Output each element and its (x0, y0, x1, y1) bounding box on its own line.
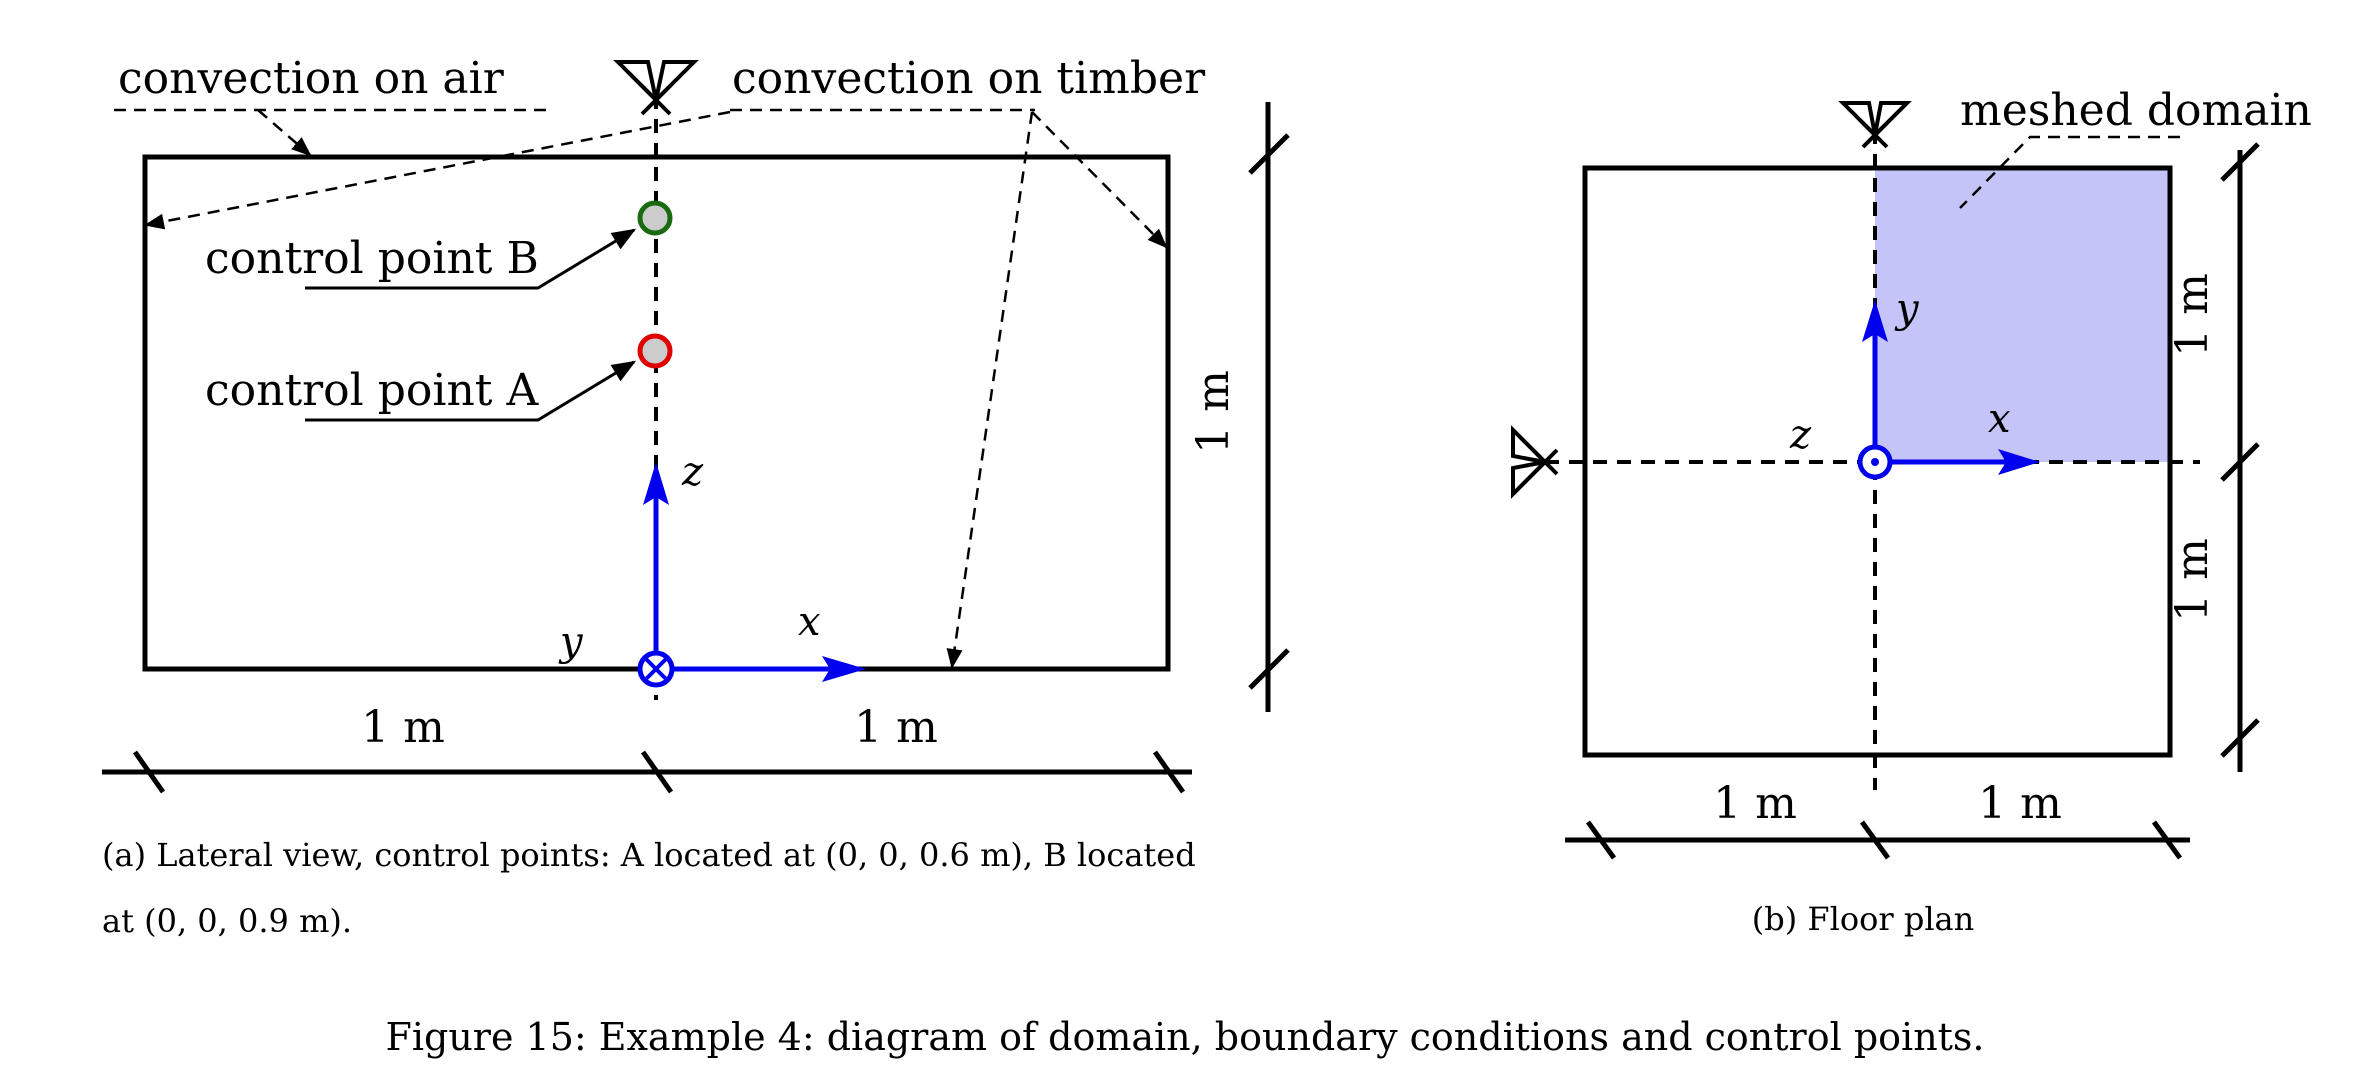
caption-b: (b) Floor plan (1752, 900, 1974, 938)
label-meshed-domain: meshed domain (1960, 85, 2312, 136)
plan-dim-left: 1 m (1713, 778, 1797, 829)
plan-dim-top: 1 m (2167, 273, 2218, 357)
plan-view: meshed domain y x z 1 m 1 m 1 m 1 m (b) … (1511, 85, 2312, 938)
plan-dim-right: 1 m (1978, 778, 2062, 829)
convection-air-leader (257, 109, 312, 157)
control-point-b-leader (305, 228, 637, 290)
lateral-axis-z-label: z (681, 449, 704, 495)
lateral-dim-height: 1 m (1188, 370, 1239, 454)
plan-axis-z-label: z (1789, 412, 1812, 458)
meshed-domain-region (1875, 168, 2170, 462)
symmetry-icon (1511, 425, 1559, 499)
label-control-point-a: control point A (205, 365, 539, 416)
label-convection-air: convection on air (118, 53, 505, 104)
convection-timber-leader-right (1031, 111, 1168, 249)
convection-timber-leader-bottom (946, 111, 1034, 669)
lateral-dim-left: 1 m (361, 702, 445, 753)
control-point-b-marker (637, 200, 673, 236)
plan-axis-y-label: y (1894, 286, 1920, 332)
control-point-a-marker (637, 333, 673, 369)
lateral-z-arrowhead (643, 462, 669, 505)
lateral-x-arrowhead (822, 656, 866, 682)
figure-caption: Figure 15: Example 4: diagram of domain,… (385, 1015, 1984, 1059)
lateral-view: convection on air convection on timber c… (102, 53, 1290, 940)
symmetry-icon (1838, 101, 1912, 149)
plan-dim-bottom: 1 m (2167, 538, 2218, 622)
plan-y-arrowhead (1862, 300, 1888, 342)
lateral-dim-right: 1 m (854, 702, 938, 753)
lateral-axis-y-label: y (558, 619, 584, 665)
caption-a-line2: at (0, 0, 0.9 m). (102, 902, 352, 940)
label-convection-timber: convection on timber (732, 53, 1206, 104)
control-point-a-leader (305, 360, 637, 422)
caption-a-line1: (a) Lateral view, control points: A loca… (102, 836, 1196, 874)
label-control-point-b: control point B (205, 233, 539, 284)
plan-axis-x-label: x (1988, 396, 2011, 442)
meshed-domain-leader (1959, 135, 2180, 209)
plan-x-arrowhead (1998, 449, 2040, 475)
lateral-axis-x-label: x (798, 599, 821, 645)
symmetry-icon (613, 60, 699, 116)
